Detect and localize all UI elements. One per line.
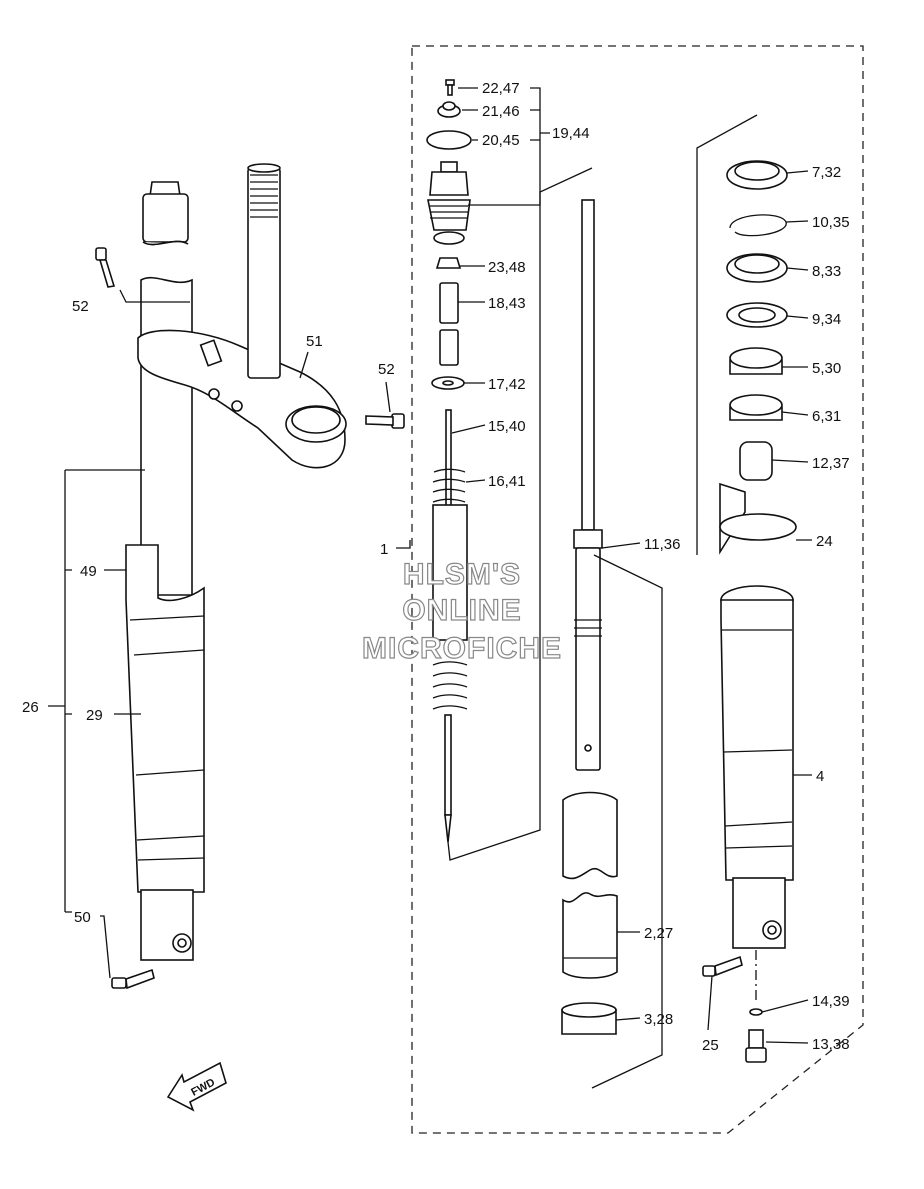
label-49: 49 <box>80 563 97 580</box>
fwd-arrow: FWD <box>166 1061 227 1112</box>
label-26: 26 <box>22 699 39 716</box>
label-21-46: 21,46 <box>482 103 520 120</box>
label-13-38: 13,38 <box>812 1036 850 1053</box>
label-15-40: 15,40 <box>488 418 526 435</box>
leader-lines <box>396 87 812 1044</box>
part-labels: 22,47 21,46 20,45 19,44 23,48 18,43 17,4… <box>22 80 850 1054</box>
label-1: 1 <box>380 541 388 558</box>
label-18-43: 18,43 <box>488 295 526 312</box>
label-52-right: 52 <box>378 361 395 378</box>
label-12-37: 12,37 <box>812 455 850 472</box>
label-2-27: 2,27 <box>644 925 673 942</box>
watermark-line3: MICROFICHE <box>362 632 562 665</box>
label-50: 50 <box>74 909 91 926</box>
label-11-36: 11,36 <box>644 536 680 553</box>
watermark-line1: HLSM'S <box>403 558 521 591</box>
group-boundary <box>411 45 864 1134</box>
label-6-31: 6,31 <box>812 408 841 425</box>
label-25: 25 <box>702 1037 719 1054</box>
label-29: 29 <box>86 707 103 724</box>
assembled-fork <box>48 163 405 990</box>
label-20-45: 20,45 <box>482 132 520 149</box>
watermark: HLSM'S ONLINE MICROFICHE <box>361 557 562 665</box>
label-52-left: 52 <box>72 298 89 315</box>
label-17-42: 17,42 <box>488 376 526 393</box>
outer-tube-parts <box>696 114 797 1063</box>
label-3-28: 3,28 <box>644 1011 673 1028</box>
label-5-30: 5,30 <box>812 360 841 377</box>
label-16-41: 16,41 <box>488 473 526 490</box>
label-19-44: 19,44 <box>552 125 590 142</box>
label-14-39: 14,39 <box>812 993 850 1010</box>
label-4: 4 <box>816 768 824 785</box>
damper-parts <box>426 79 663 1089</box>
label-51: 51 <box>306 333 323 350</box>
label-7-32: 7,32 <box>812 164 841 181</box>
label-22-47: 22,47 <box>482 80 520 97</box>
label-8-33: 8,33 <box>812 263 841 280</box>
watermark-line2: ONLINE <box>402 594 521 627</box>
label-9-34: 9,34 <box>812 311 841 328</box>
label-10-35: 10,35 <box>812 214 850 231</box>
label-23-48: 23,48 <box>488 259 526 276</box>
label-24: 24 <box>816 533 833 550</box>
